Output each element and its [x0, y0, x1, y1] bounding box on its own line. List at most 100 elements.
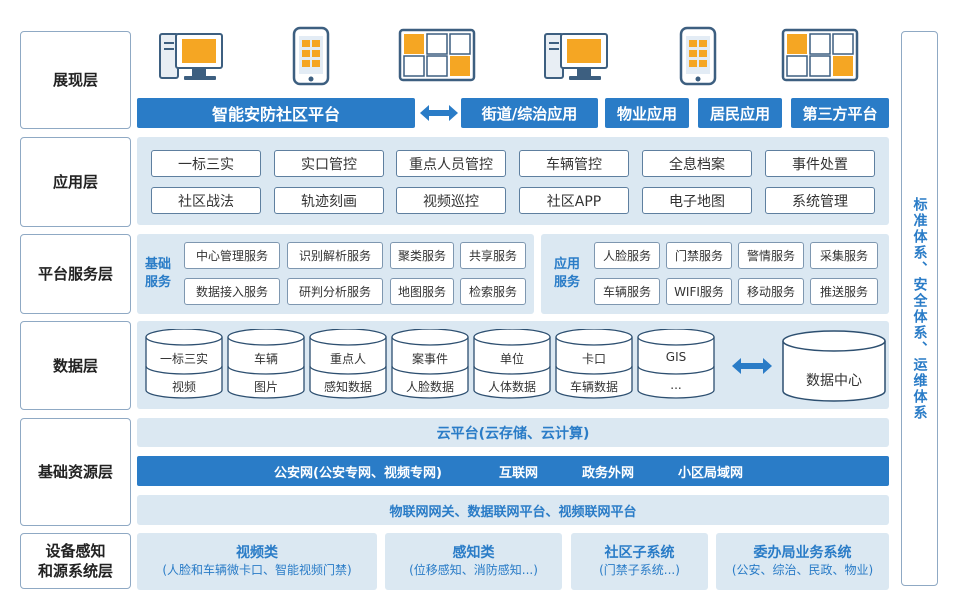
basic-service-5: 研判分析服务	[287, 278, 383, 305]
data-cylinder-shape	[473, 328, 551, 399]
desktop-computer-icon-2	[544, 33, 608, 80]
layer-infrastructure: 基础资源层	[20, 418, 131, 526]
data-cylinder-shape	[227, 328, 305, 399]
standards-security-ops-panel: 标准体系、安全体系、运维体系	[901, 31, 938, 586]
basic-service-1: 识别解析服务	[287, 242, 383, 269]
presentation-app-2: 居民应用	[698, 98, 782, 128]
data-cylinder-shape	[555, 328, 633, 399]
device-video-sub: (人脸和车辆微卡口、智能视频门禁)	[162, 563, 352, 577]
app-item-4: 全息档案	[642, 150, 752, 177]
basic-service-0: 中心管理服务	[184, 242, 280, 269]
device-video: 视频类 (人脸和车辆微卡口、智能视频门禁)	[137, 533, 377, 590]
basic-service-6: 地图服务	[390, 278, 454, 305]
data-cylinder-2: 重点人感知数据	[309, 328, 387, 399]
basic-service-4: 数据接入服务	[184, 278, 280, 305]
device-community-sub: (门禁子系统...)	[599, 563, 680, 577]
device-government: 委办局业务系统 (公安、综治、民政、物业)	[716, 533, 889, 590]
device-sensor: 感知类 (位移感知、消防感知...)	[385, 533, 562, 590]
app-item-0: 一标三实	[151, 150, 261, 177]
cloud-platform-label: 云平台(云存储、云计算)	[436, 425, 590, 442]
presentation-app-0: 街道/综治应用	[461, 98, 598, 128]
basic-label-line2: 服务	[144, 275, 171, 290]
data-cylinder-top-label: 重点人	[329, 352, 366, 366]
data-cylinder-6: GIS...	[637, 328, 715, 399]
basic-services-label: 基础 服务	[141, 256, 175, 292]
data-cylinder-top-label: 单位	[499, 352, 524, 366]
device-sensor-title: 感知类	[452, 545, 495, 561]
data-center-cylinder	[782, 330, 886, 402]
app-item-11: 系统管理	[765, 187, 875, 214]
app-service-3: 采集服务	[810, 242, 878, 269]
network-2: 政务外网	[582, 465, 635, 481]
app-service-0: 人脸服务	[594, 242, 660, 269]
mobile-phone-icon	[292, 26, 330, 86]
device-government-title: 委办局业务系统	[753, 545, 852, 561]
layer-devices: 设备感知 和源系统层	[20, 533, 131, 589]
app-item-2: 重点人员管控	[396, 150, 506, 177]
app-service-5: WIFI服务	[666, 278, 732, 305]
data-cylinder-bottom-label: 图片	[253, 380, 278, 394]
device-sensor-sub: (位移感知、消防感知...)	[409, 563, 538, 577]
app-item-5: 事件处置	[765, 150, 875, 177]
data-cylinder-1: 车辆图片	[227, 328, 305, 399]
app-service-2: 警情服务	[738, 242, 804, 269]
app-service-6: 移动服务	[738, 278, 804, 305]
side-panel-label: 标准体系、安全体系、运维体系	[911, 196, 928, 421]
app-item-6: 社区战法	[151, 187, 261, 214]
layer-application: 应用层	[20, 137, 131, 227]
app-item-7: 轨迹刻画	[274, 187, 384, 214]
app-item-9: 社区APP	[519, 187, 629, 214]
data-cylinder-top-label: 案事件	[411, 352, 448, 366]
layer-devices-line1: 设备感知	[45, 542, 106, 560]
data-cylinder-shape	[637, 328, 715, 399]
data-cylinder-bottom-label: 人体数据	[487, 380, 536, 394]
video-wall-icon	[398, 28, 476, 82]
iot-bar: 物联网网关、数据联网平台、视频联网平台	[137, 495, 889, 525]
presentation-app-3: 第三方平台	[791, 98, 889, 128]
desktop-computer-icon	[159, 33, 223, 80]
data-cylinder-3: 案事件人脸数据	[391, 328, 469, 399]
app-label-line2: 服务	[553, 275, 580, 290]
app-label-line1: 应用	[553, 257, 580, 272]
network-3: 小区局域网	[678, 465, 744, 481]
data-cylinder-bottom-label: 视频	[171, 380, 196, 394]
app-item-8: 视频巡控	[396, 187, 506, 214]
network-1: 互联网	[499, 465, 539, 481]
device-community-title: 社区子系统	[604, 545, 675, 561]
data-cylinder-bottom-label: 车辆数据	[569, 380, 618, 394]
mobile-phone-icon-2	[679, 26, 717, 86]
data-cylinder-shape	[309, 328, 387, 399]
data-cylinder-top-label: GIS	[665, 350, 687, 364]
data-cylinder-top-label: 卡口	[581, 352, 606, 366]
layer-platform: 平台服务层	[20, 234, 131, 314]
network-bar: 公安网(公安专网、视频专网) 互联网 政务外网 小区局域网	[137, 456, 889, 486]
layer-devices-line2: 和源系统层	[37, 562, 113, 580]
data-cylinder-shape	[391, 328, 469, 399]
iot-label: 物联网网关、数据联网平台、视频联网平台	[389, 504, 637, 520]
presentation-app-1: 物业应用	[605, 98, 689, 128]
app-service-1: 门禁服务	[666, 242, 732, 269]
basic-label-line1: 基础	[144, 257, 171, 272]
app-item-1: 实口管控	[274, 150, 384, 177]
app-service-4: 车辆服务	[594, 278, 660, 305]
data-center-label: 数据中心	[806, 373, 862, 389]
app-item-10: 电子地图	[642, 187, 752, 214]
data-cylinder-bottom-label: ...	[670, 378, 682, 392]
platform-main-bar: 智能安防社区平台	[137, 98, 415, 128]
double-arrow-icon-data	[732, 358, 772, 374]
device-video-title: 视频类	[236, 545, 278, 561]
basic-service-2: 聚类服务	[390, 242, 454, 269]
data-cylinder-shape	[145, 328, 223, 399]
application-panel	[137, 137, 889, 225]
basic-service-3: 共享服务	[460, 242, 526, 269]
data-cylinder-bottom-label: 人脸数据	[405, 380, 454, 394]
double-arrow-icon	[420, 105, 458, 121]
data-cylinder-top-label: 车辆	[253, 352, 278, 366]
device-government-sub: (公安、综治、民政、物业)	[731, 563, 874, 577]
data-cylinder-bottom-label: 感知数据	[323, 380, 372, 394]
basic-service-7: 检索服务	[460, 278, 526, 305]
data-cylinder-0: 一标三实视频	[145, 328, 223, 399]
app-services-label: 应用 服务	[550, 256, 584, 292]
video-wall-icon-2	[781, 28, 859, 82]
layer-presentation: 展现层	[20, 31, 131, 129]
